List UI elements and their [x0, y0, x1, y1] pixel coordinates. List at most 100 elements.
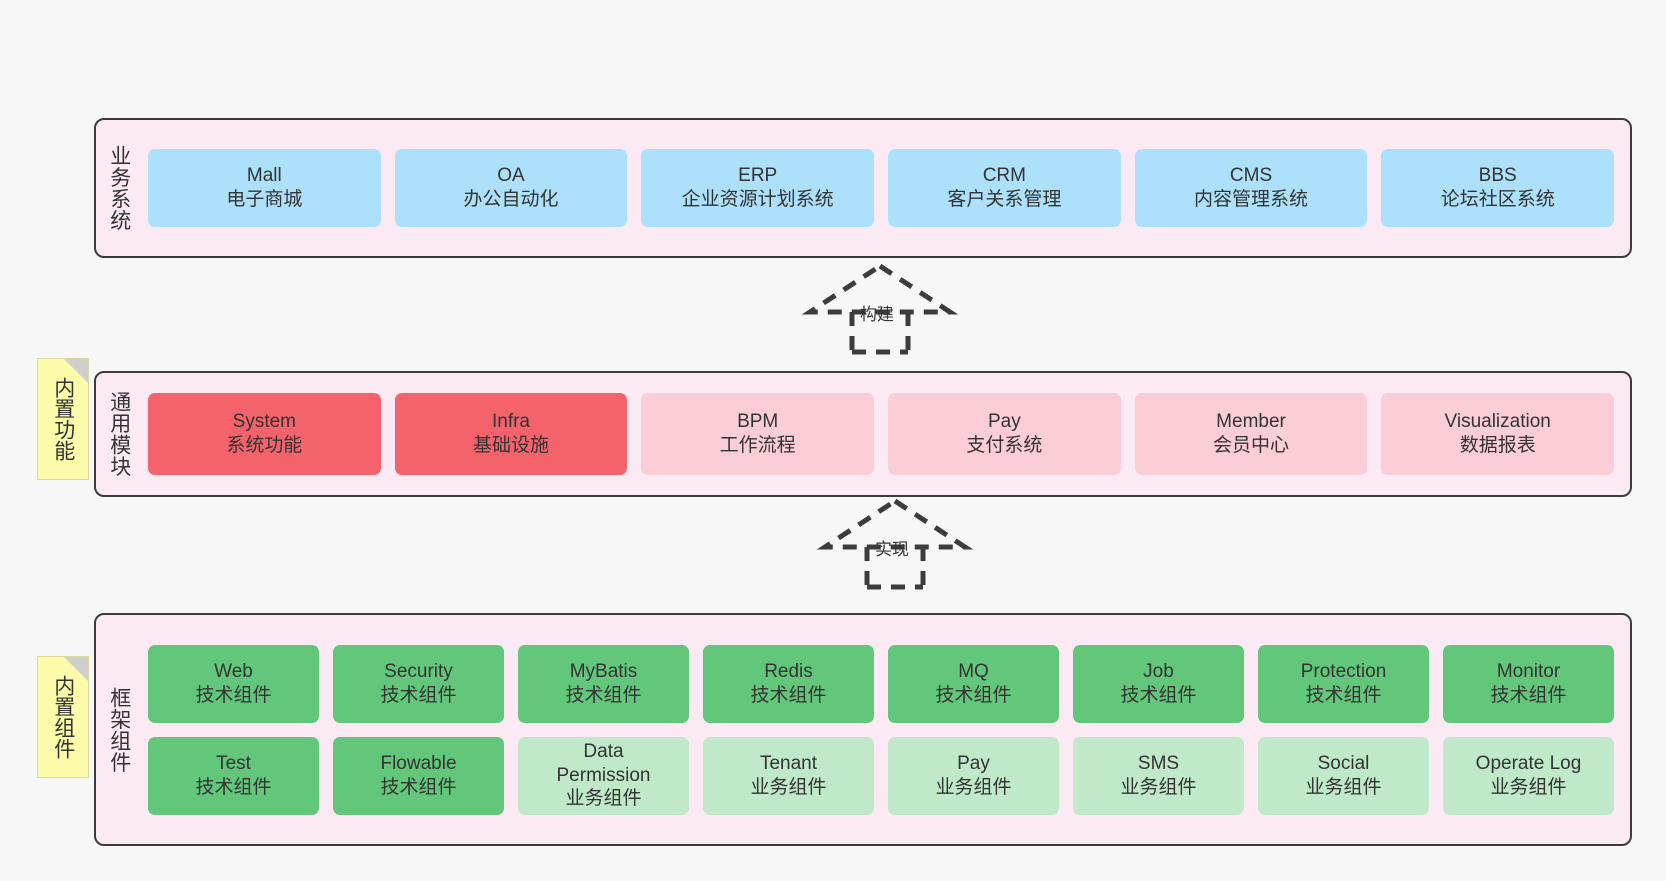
node-pay-component-cn: 业务组件	[935, 776, 1012, 798]
node-sms-cn: 业务组件	[1120, 776, 1197, 798]
node-system-cn: 系统功能	[226, 435, 303, 456]
node-pay-module-cn: 支付系统	[966, 435, 1043, 456]
node-mall-en: Mall	[246, 165, 282, 187]
node-erp-en: ERP	[738, 165, 778, 187]
connector-implement-shape	[816, 498, 974, 590]
node-data-permission-cn: 业务组件	[565, 788, 642, 810]
node-monitor-cn: 技术组件	[1490, 684, 1567, 706]
node-operate-log-cn: 业务组件	[1490, 776, 1567, 798]
node-redis-en: Redis	[764, 660, 813, 682]
node-pay-component-en: Pay	[957, 752, 990, 774]
layer-common-modules-title: 通用模块	[107, 391, 131, 477]
node-bpm-en: BPM	[737, 411, 779, 433]
node-monitor-en: Monitor	[1496, 660, 1561, 682]
layer-business-systems-body: Mall 电子商城 OA 办公自动化 ERP 企业资源计划系统 CRM 客户关系…	[142, 120, 1630, 256]
node-security[interactable]: Security 技术组件	[333, 644, 504, 723]
node-sms-en: SMS	[1137, 752, 1180, 774]
node-member-en: Member	[1216, 411, 1286, 433]
node-crm-cn: 客户关系管理	[947, 189, 1062, 210]
layer-common-modules: 通用模块 System 系统功能 Infra 基础设施 BPM 工作流程 Pay…	[94, 371, 1632, 497]
node-tenant-cn: 业务组件	[750, 776, 827, 798]
node-test[interactable]: Test 技术组件	[148, 736, 319, 815]
node-test-cn: 技术组件	[195, 776, 272, 798]
node-operate-log[interactable]: Operate Log 业务组件	[1443, 736, 1614, 815]
node-oa[interactable]: OA 办公自动化	[394, 149, 628, 227]
node-protection-cn: 技术组件	[1305, 684, 1382, 706]
connector-build-shape	[801, 263, 959, 355]
node-operate-log-en: Operate Log	[1475, 752, 1582, 774]
node-flowable-en: Flowable	[380, 752, 457, 774]
node-web-en: Web	[214, 660, 253, 682]
node-data-permission[interactable]: Data Permission 业务组件	[518, 736, 689, 815]
node-bbs-cn: 论坛社区系统	[1440, 189, 1555, 210]
node-erp-cn: 企业资源计划系统	[681, 189, 834, 210]
framework-row-technical: Web 技术组件 Security 技术组件 MyBatis 技术组件 Redi…	[148, 644, 1614, 723]
node-mybatis-en: MyBatis	[569, 660, 638, 682]
node-web-cn: 技术组件	[195, 684, 272, 706]
node-redis-cn: 技术组件	[750, 684, 827, 706]
node-social-en: Social	[1317, 752, 1370, 774]
node-bpm-cn: 工作流程	[719, 435, 796, 456]
node-mq-cn: 技术组件	[935, 684, 1012, 706]
node-bpm[interactable]: BPM 工作流程	[641, 393, 875, 475]
node-social[interactable]: Social 业务组件	[1258, 736, 1429, 815]
node-job-cn: 技术组件	[1120, 684, 1197, 706]
connector-implement-label: 实现	[875, 540, 909, 559]
node-sms[interactable]: SMS 业务组件	[1073, 736, 1244, 815]
node-erp[interactable]: ERP 企业资源计划系统	[641, 149, 875, 227]
node-infra-en: Infra	[491, 411, 531, 433]
connector-implement: 实现	[815, 497, 975, 590]
layer-framework-components: 框架组件 Web 技术组件 Security 技术组件 MyBatis 技术组件…	[94, 613, 1632, 846]
node-bbs[interactable]: BBS 论坛社区系统	[1381, 149, 1615, 227]
connector-build-label: 构建	[860, 305, 894, 324]
node-visualization-en: Visualization	[1444, 411, 1551, 433]
node-flowable[interactable]: Flowable 技术组件	[333, 736, 504, 815]
node-cms[interactable]: CMS 内容管理系统	[1134, 149, 1368, 227]
node-member[interactable]: Member 会员中心	[1134, 393, 1368, 475]
node-system-en: System	[232, 411, 297, 433]
node-monitor[interactable]: Monitor 技术组件	[1443, 644, 1614, 723]
layer-framework-components-body: Web 技术组件 Security 技术组件 MyBatis 技术组件 Redi…	[142, 615, 1630, 844]
node-mall-cn: 电子商城	[226, 189, 303, 210]
node-social-cn: 业务组件	[1305, 776, 1382, 798]
node-mq-en: MQ	[958, 660, 989, 682]
node-crm[interactable]: CRM 客户关系管理	[888, 149, 1121, 227]
node-mybatis[interactable]: MyBatis 技术组件	[518, 644, 689, 723]
node-bbs-en: BBS	[1478, 165, 1517, 187]
connector-build: 构建	[800, 262, 960, 355]
node-tenant-en: Tenant	[759, 752, 818, 774]
layer-framework-components-title: 框架组件	[107, 686, 131, 773]
layer-business-systems: 业务系统 Mall 电子商城 OA 办公自动化 ERP 企业资源计划系统 CRM…	[94, 118, 1632, 258]
note-builtin-features-label: 内置功能	[51, 377, 75, 461]
node-pay-module[interactable]: Pay 支付系统	[888, 393, 1121, 475]
node-job-en: Job	[1143, 660, 1174, 682]
node-test-en: Test	[216, 752, 251, 774]
node-web[interactable]: Web 技术组件	[148, 644, 319, 723]
note-builtin-features: 内置功能	[37, 358, 89, 480]
node-security-cn: 技术组件	[380, 684, 457, 706]
node-visualization-cn: 数据报表	[1459, 435, 1536, 456]
node-flowable-cn: 技术组件	[380, 776, 457, 798]
node-pay-component[interactable]: Pay 业务组件	[888, 736, 1059, 815]
framework-row-business: Test 技术组件 Flowable 技术组件 Data Permission …	[148, 736, 1614, 815]
node-visualization[interactable]: Visualization 数据报表	[1381, 393, 1615, 475]
node-security-en: Security	[384, 660, 453, 682]
node-infra-cn: 基础设施	[473, 435, 550, 456]
node-mq[interactable]: MQ 技术组件	[888, 644, 1059, 723]
node-protection[interactable]: Protection 技术组件	[1258, 644, 1429, 723]
node-pay-module-en: Pay	[987, 411, 1021, 433]
business-systems-row: Mall 电子商城 OA 办公自动化 ERP 企业资源计划系统 CRM 客户关系…	[148, 149, 1615, 227]
note-builtin-components-label: 内置组件	[51, 675, 75, 759]
node-system[interactable]: System 系统功能	[148, 393, 381, 475]
node-crm-en: CRM	[982, 165, 1026, 187]
node-redis[interactable]: Redis 技术组件	[703, 644, 874, 723]
node-mall[interactable]: Mall 电子商城	[148, 149, 381, 227]
note-builtin-components: 内置组件	[37, 656, 89, 778]
node-tenant[interactable]: Tenant 业务组件	[703, 736, 874, 815]
layer-business-systems-title: 业务系统	[107, 145, 131, 231]
node-infra[interactable]: Infra 基础设施	[394, 393, 628, 475]
node-job[interactable]: Job 技术组件	[1073, 644, 1244, 723]
node-cms-cn: 内容管理系统	[1194, 189, 1309, 210]
node-cms-en: CMS	[1229, 165, 1273, 187]
